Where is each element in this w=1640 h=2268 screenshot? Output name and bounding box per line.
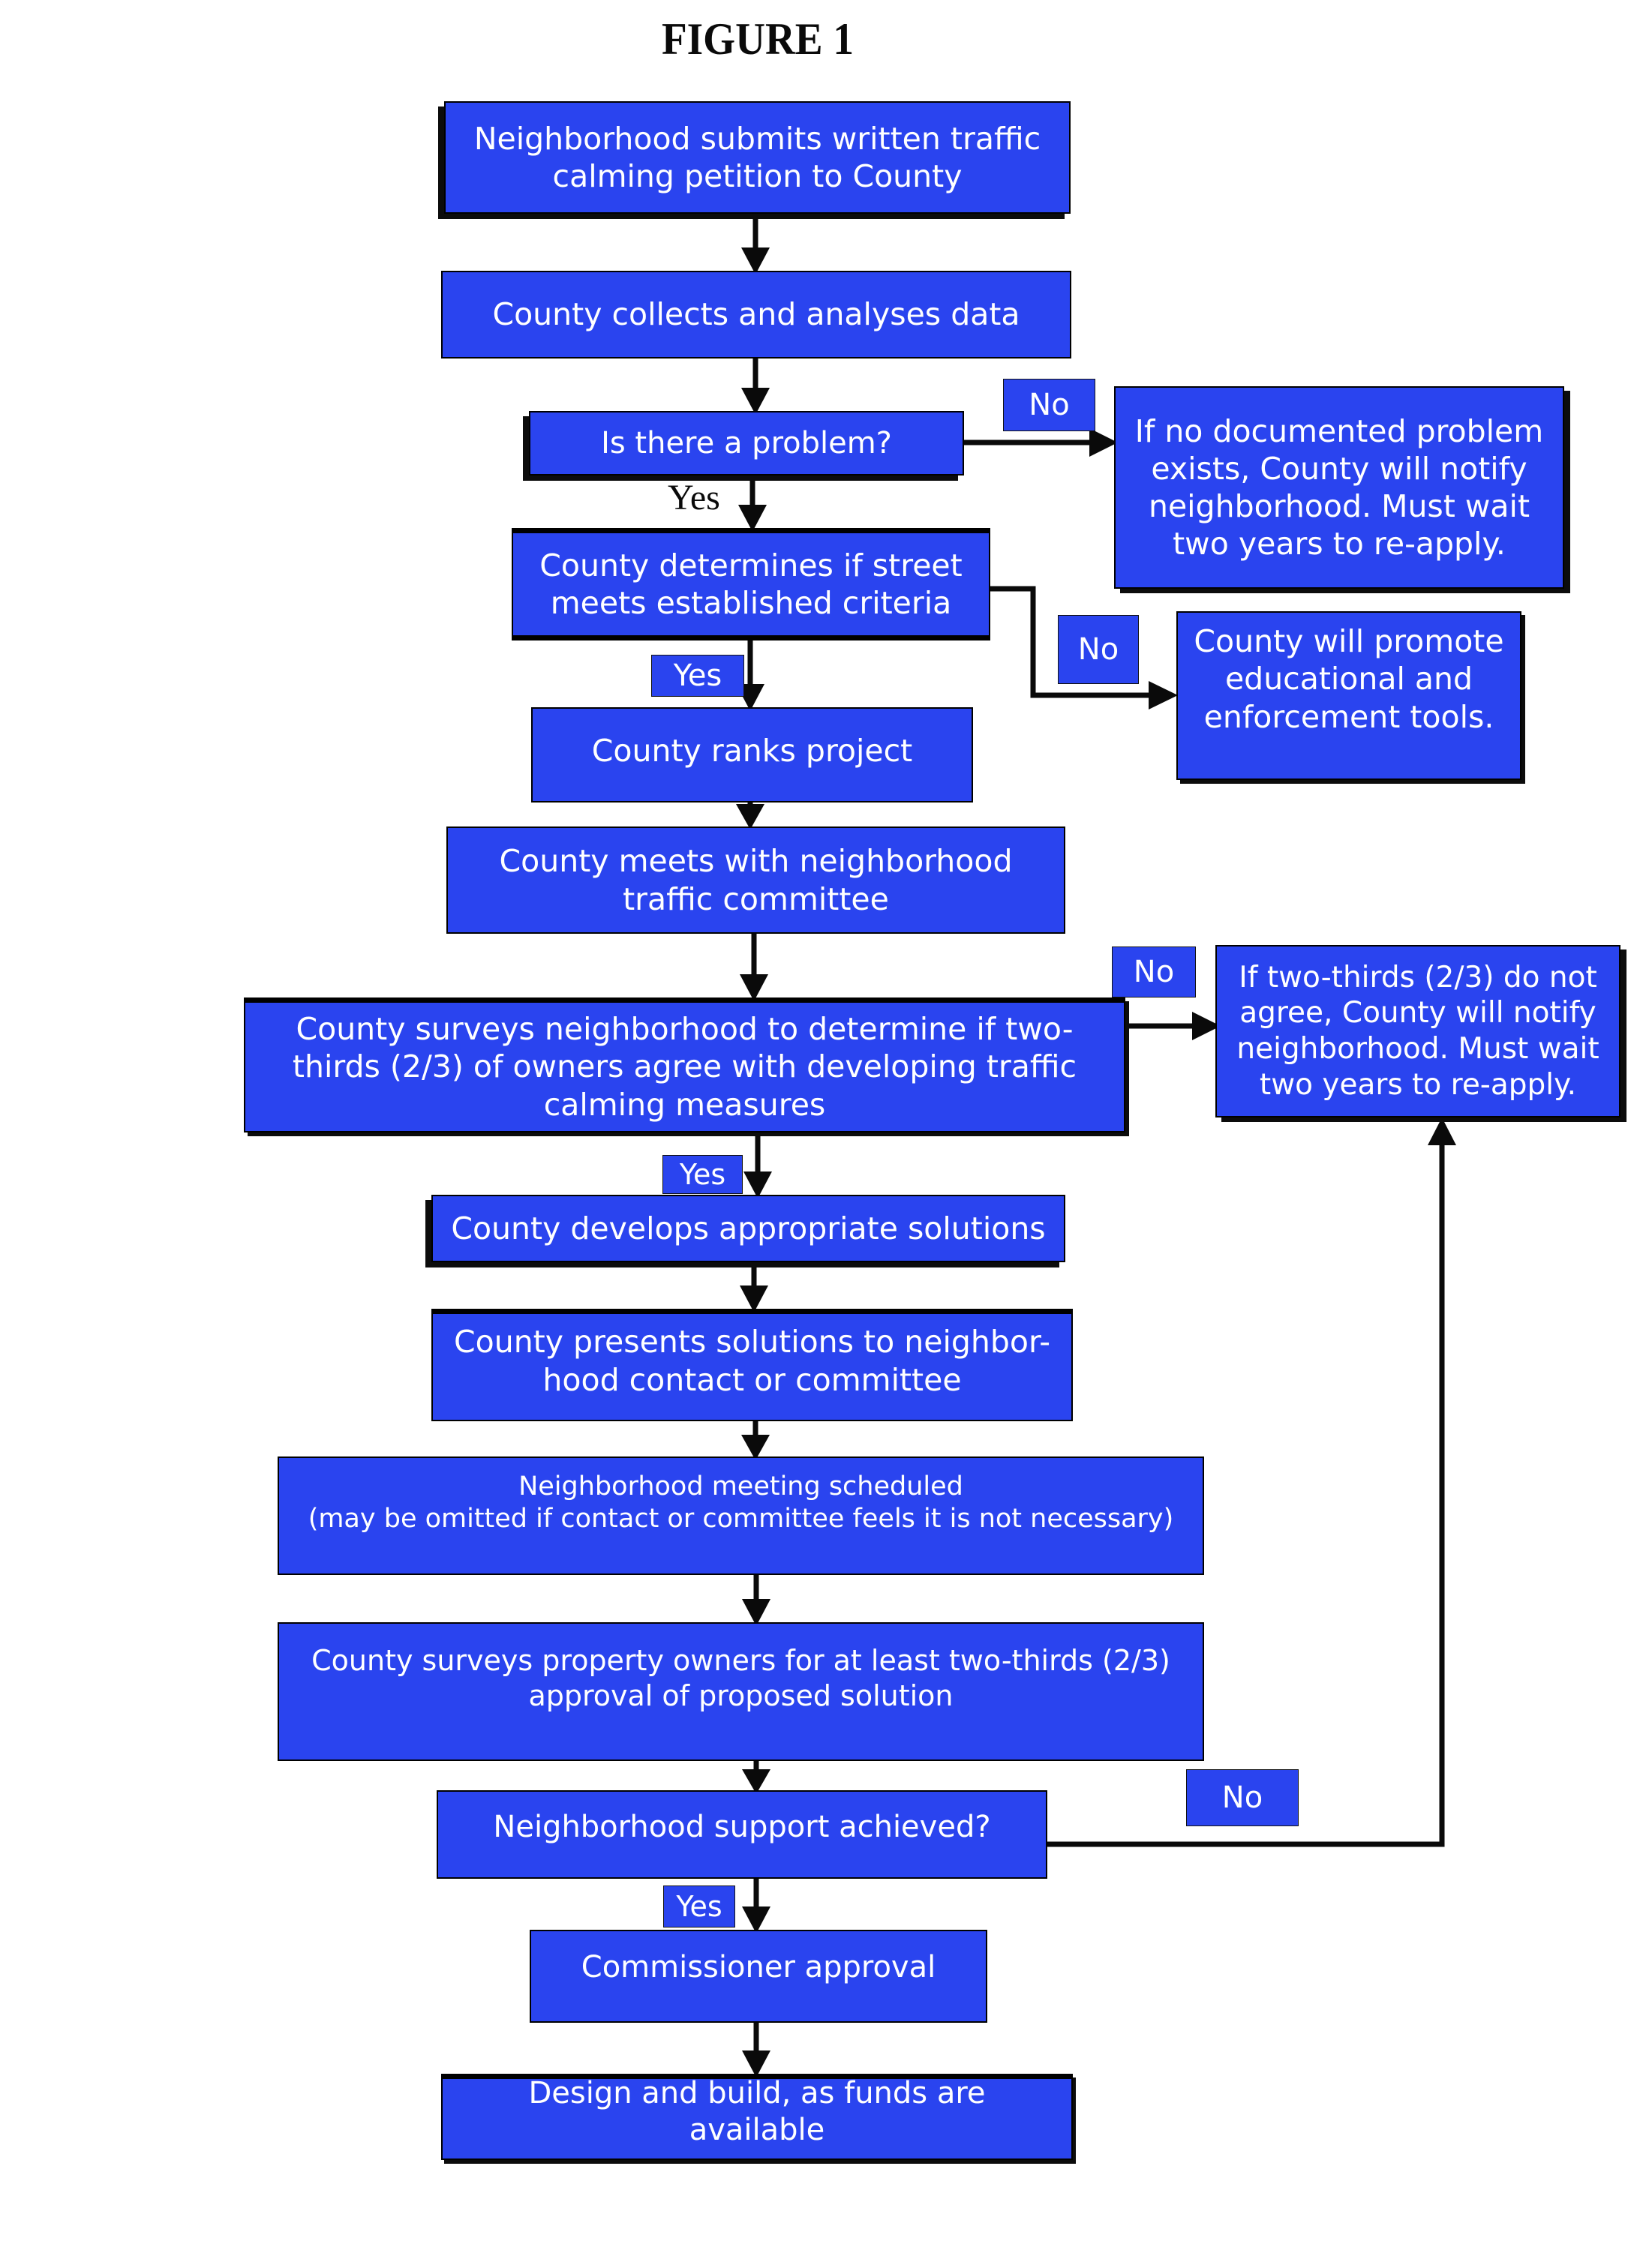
outcome-two-thirds-not-agree: If two-thirds (2/3) do not agree, County… <box>1215 945 1620 1118</box>
arrow-support-no-elbow <box>1047 1143 1445 1847</box>
arrowhead <box>1089 428 1118 457</box>
node-survey-neighborhood: County surveys neighborhood to determine… <box>244 998 1125 1132</box>
node-label-line1: Neighborhood meeting scheduled <box>518 1472 963 1502</box>
node-submit-petition: Neighborhood submits written traffic cal… <box>444 101 1071 214</box>
node-collect-data: County collects and analyses data <box>441 271 1071 358</box>
node-label: County will promote educational and enfo… <box>1194 623 1504 735</box>
node-meeting-scheduled: Neighborhood meeting scheduled (may be o… <box>278 1456 1204 1575</box>
node-commissioner-approval: Commissioner approval <box>530 1930 987 2023</box>
label-yes-problem: Yes <box>668 478 720 518</box>
arrowhead <box>1192 1012 1221 1040</box>
decision-support-achieved: Neighborhood support achieved? <box>437 1790 1047 1879</box>
arrowhead <box>741 248 770 274</box>
node-label: If two-thirds (2/3) do not agree, County… <box>1236 960 1599 1102</box>
node-label: Commissioner approval <box>581 1949 936 1984</box>
node-label: County surveys neighborhood to determine… <box>292 1011 1077 1123</box>
label-yes-criteria: Yes <box>651 655 744 697</box>
node-label: County develops appropriate solutions <box>451 1210 1046 1246</box>
node-label: County meets with neighborhood traffic c… <box>499 843 1013 917</box>
arrowhead <box>736 804 764 830</box>
arrowhead <box>1149 681 1178 710</box>
node-develop-solutions: County develops appropriate solutions <box>431 1195 1065 1262</box>
node-criteria-check: County determines if street meets establ… <box>512 528 990 640</box>
outcome-promote-education-enforcement: County will promote educational and enfo… <box>1176 611 1521 780</box>
arrowhead <box>1428 1118 1456 1145</box>
label-no-problem: No <box>1003 379 1095 431</box>
node-design-and-build: Design and build, as funds are available <box>441 2074 1073 2160</box>
figure-title: FIGURE 1 <box>661 14 855 64</box>
node-label: County determines if street meets establ… <box>539 547 963 621</box>
node-label: Neighborhood submits written traffic cal… <box>473 120 1041 194</box>
label-yes-support: Yes <box>663 1886 735 1928</box>
node-meet-committee: County meets with neighborhood traffic c… <box>446 826 1065 934</box>
arrowhead <box>743 1172 772 1198</box>
node-label: County collects and analyses data <box>492 296 1020 333</box>
arrowhead <box>742 1906 770 1934</box>
node-label: County surveys property owners for at le… <box>311 1644 1170 1712</box>
arrowhead <box>742 1769 770 1794</box>
outcome-no-documented-problem: If no documented problem exists, County … <box>1114 386 1564 589</box>
arrowhead <box>741 388 770 415</box>
arrow-criteria-no-elbow <box>990 586 1151 698</box>
node-survey-property-owners: County surveys property owners for at le… <box>278 1622 1204 1761</box>
node-present-solutions: County presents solutions to neighbor-ho… <box>431 1309 1073 1421</box>
node-label: If no documented problem exists, County … <box>1134 412 1544 562</box>
arrowhead <box>740 1286 768 1312</box>
node-label: County ranks project <box>591 733 913 770</box>
node-label: County presents solutions to neighbor-ho… <box>454 1324 1050 1398</box>
label-yes-survey: Yes <box>662 1155 743 1194</box>
decision-is-there-a-problem: Is there a problem? <box>529 411 964 476</box>
arrowhead <box>742 1599 770 1626</box>
label-no-support: No <box>1186 1769 1299 1826</box>
label-no-survey: No <box>1112 946 1196 998</box>
label-no-criteria: No <box>1058 615 1139 684</box>
arrowhead <box>738 505 767 532</box>
node-label-line2: (may be omitted if contact or committee … <box>308 1504 1174 1534</box>
arrowhead <box>740 974 768 1001</box>
node-label: Design and build, as funds are available <box>528 2076 986 2147</box>
arrowhead <box>741 1435 770 1460</box>
node-label: Neighborhood support achieved? <box>493 1809 991 1844</box>
arrowhead <box>742 2050 770 2078</box>
node-rank-project: County ranks project <box>531 707 973 802</box>
node-label: Is there a problem? <box>601 425 892 460</box>
